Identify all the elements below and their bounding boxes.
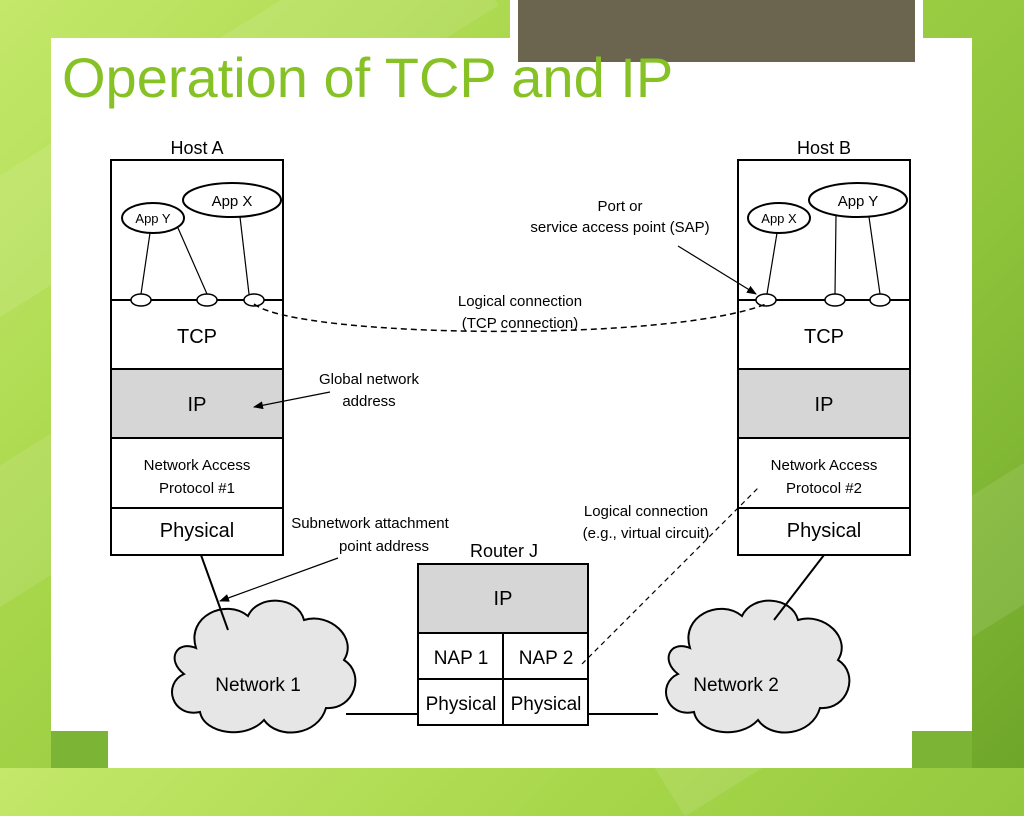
host-a-tcp-label: TCP	[177, 326, 217, 348]
host-b-nap-label-line1: Network Access	[771, 457, 878, 474]
router-physical1-label: Physical	[426, 694, 497, 715]
host-b-app-x-bubble	[747, 202, 811, 234]
host-b-to-network-2-link	[773, 554, 825, 621]
host-b-port	[869, 293, 891, 307]
logical-tcp-connection	[253, 303, 767, 333]
host-a-app-x-link	[239, 216, 250, 295]
router-nap1-label: NAP 1	[434, 648, 489, 669]
subnet-address-line2: point address	[339, 538, 429, 555]
host-a: Host A App Y App X TCP IP Network Access…	[110, 138, 284, 556]
host-b-ip-label: IP	[815, 394, 834, 416]
subnet-address-annotation: Subnetwork attachment point address	[219, 515, 450, 602]
slide-title: Operation of TCP and IP	[62, 46, 674, 109]
host-b-app-x-link	[766, 232, 778, 295]
network-1: Network 1	[171, 599, 357, 734]
bottom-strip-left	[51, 731, 110, 768]
host-a-app-y-label: App Y	[135, 211, 171, 226]
network-2-cloud	[665, 599, 851, 734]
logical-vc-annotation: Logical connection (e.g., virtual circui…	[583, 503, 710, 542]
host-b: Host B App X App Y TCP IP Network Access…	[737, 138, 911, 556]
host-b-nap-label-line2: Protocol #2	[786, 480, 862, 497]
host-a-port	[196, 293, 218, 307]
port-annotation: Port or service access point (SAP)	[530, 198, 757, 295]
host-b-app-y-bubble	[808, 182, 908, 218]
host-a-app-y-bubble	[121, 202, 185, 234]
global-address-annotation: Global network address	[253, 371, 420, 410]
host-b-ip-layer	[737, 368, 911, 439]
global-address-line1: Global network	[319, 371, 420, 388]
logical-vc-line2: (e.g., virtual circuit)	[583, 525, 710, 542]
network-2: Network 2	[665, 599, 851, 734]
logical-tcp-line2: (TCP connection)	[462, 315, 578, 332]
network-2-label: Network 2	[693, 675, 779, 696]
network-1-label: Network 1	[215, 675, 301, 696]
host-b-title: Host B	[797, 138, 851, 158]
global-address-arrow	[253, 391, 331, 410]
bottom-strip-right	[910, 731, 972, 768]
logical-tcp-annotation: Logical connection (TCP connection)	[458, 293, 582, 332]
host-a-nap-label-line2: Protocol #1	[159, 480, 235, 497]
host-b-physical-label: Physical	[787, 520, 861, 542]
host-b-app-y-link	[834, 215, 837, 295]
host-b-app-x-label: App X	[761, 211, 797, 226]
router-ip-layer	[417, 563, 589, 634]
host-b-port	[755, 293, 777, 307]
router-physical2-label: Physical	[511, 694, 582, 715]
host-a-frame	[110, 159, 284, 556]
host-a-app-y-link	[177, 227, 208, 295]
host-a-to-network-1-link	[200, 554, 229, 631]
host-a-ip-label: IP	[188, 394, 207, 416]
host-b-port	[824, 293, 846, 307]
host-a-app-y-link	[140, 232, 151, 295]
title-tab-accent	[518, 0, 915, 62]
port-annotation-line1: Port or	[597, 198, 642, 215]
global-address-line2: address	[342, 393, 395, 410]
logical-tcp-line1: Logical connection	[458, 293, 582, 310]
port-annotation-line2: service access point (SAP)	[530, 219, 709, 236]
host-b-app-y-label: App Y	[838, 193, 879, 210]
host-b-app-y-link	[868, 216, 881, 295]
host-a-physical-label: Physical	[160, 520, 234, 542]
router-ip-label: IP	[494, 588, 513, 610]
network-1-cloud	[171, 599, 357, 734]
logical-vc-line1: Logical connection	[584, 503, 708, 520]
tcp-ip-diagram: Host A App Y App X TCP IP Network Access…	[108, 128, 912, 768]
logical-virtual-circuit	[581, 487, 759, 665]
subnet-address-line1: Subnetwork attachment	[291, 515, 449, 532]
port-annotation-arrow	[677, 245, 757, 295]
host-a-port	[243, 293, 265, 307]
host-a-title: Host A	[170, 138, 223, 158]
host-a-app-x-label: App X	[212, 193, 253, 210]
host-a-nap-label-line1: Network Access	[144, 457, 251, 474]
router-j: Router J IP NAP 1 NAP 2 Physical Physica…	[417, 541, 589, 726]
host-b-tcp-label: TCP	[804, 326, 844, 348]
host-a-app-x-bubble	[182, 182, 282, 218]
router-title: Router J	[470, 541, 538, 561]
host-a-port	[130, 293, 152, 307]
router-nap2-label: NAP 2	[519, 648, 574, 669]
subnet-address-arrow	[219, 557, 339, 602]
